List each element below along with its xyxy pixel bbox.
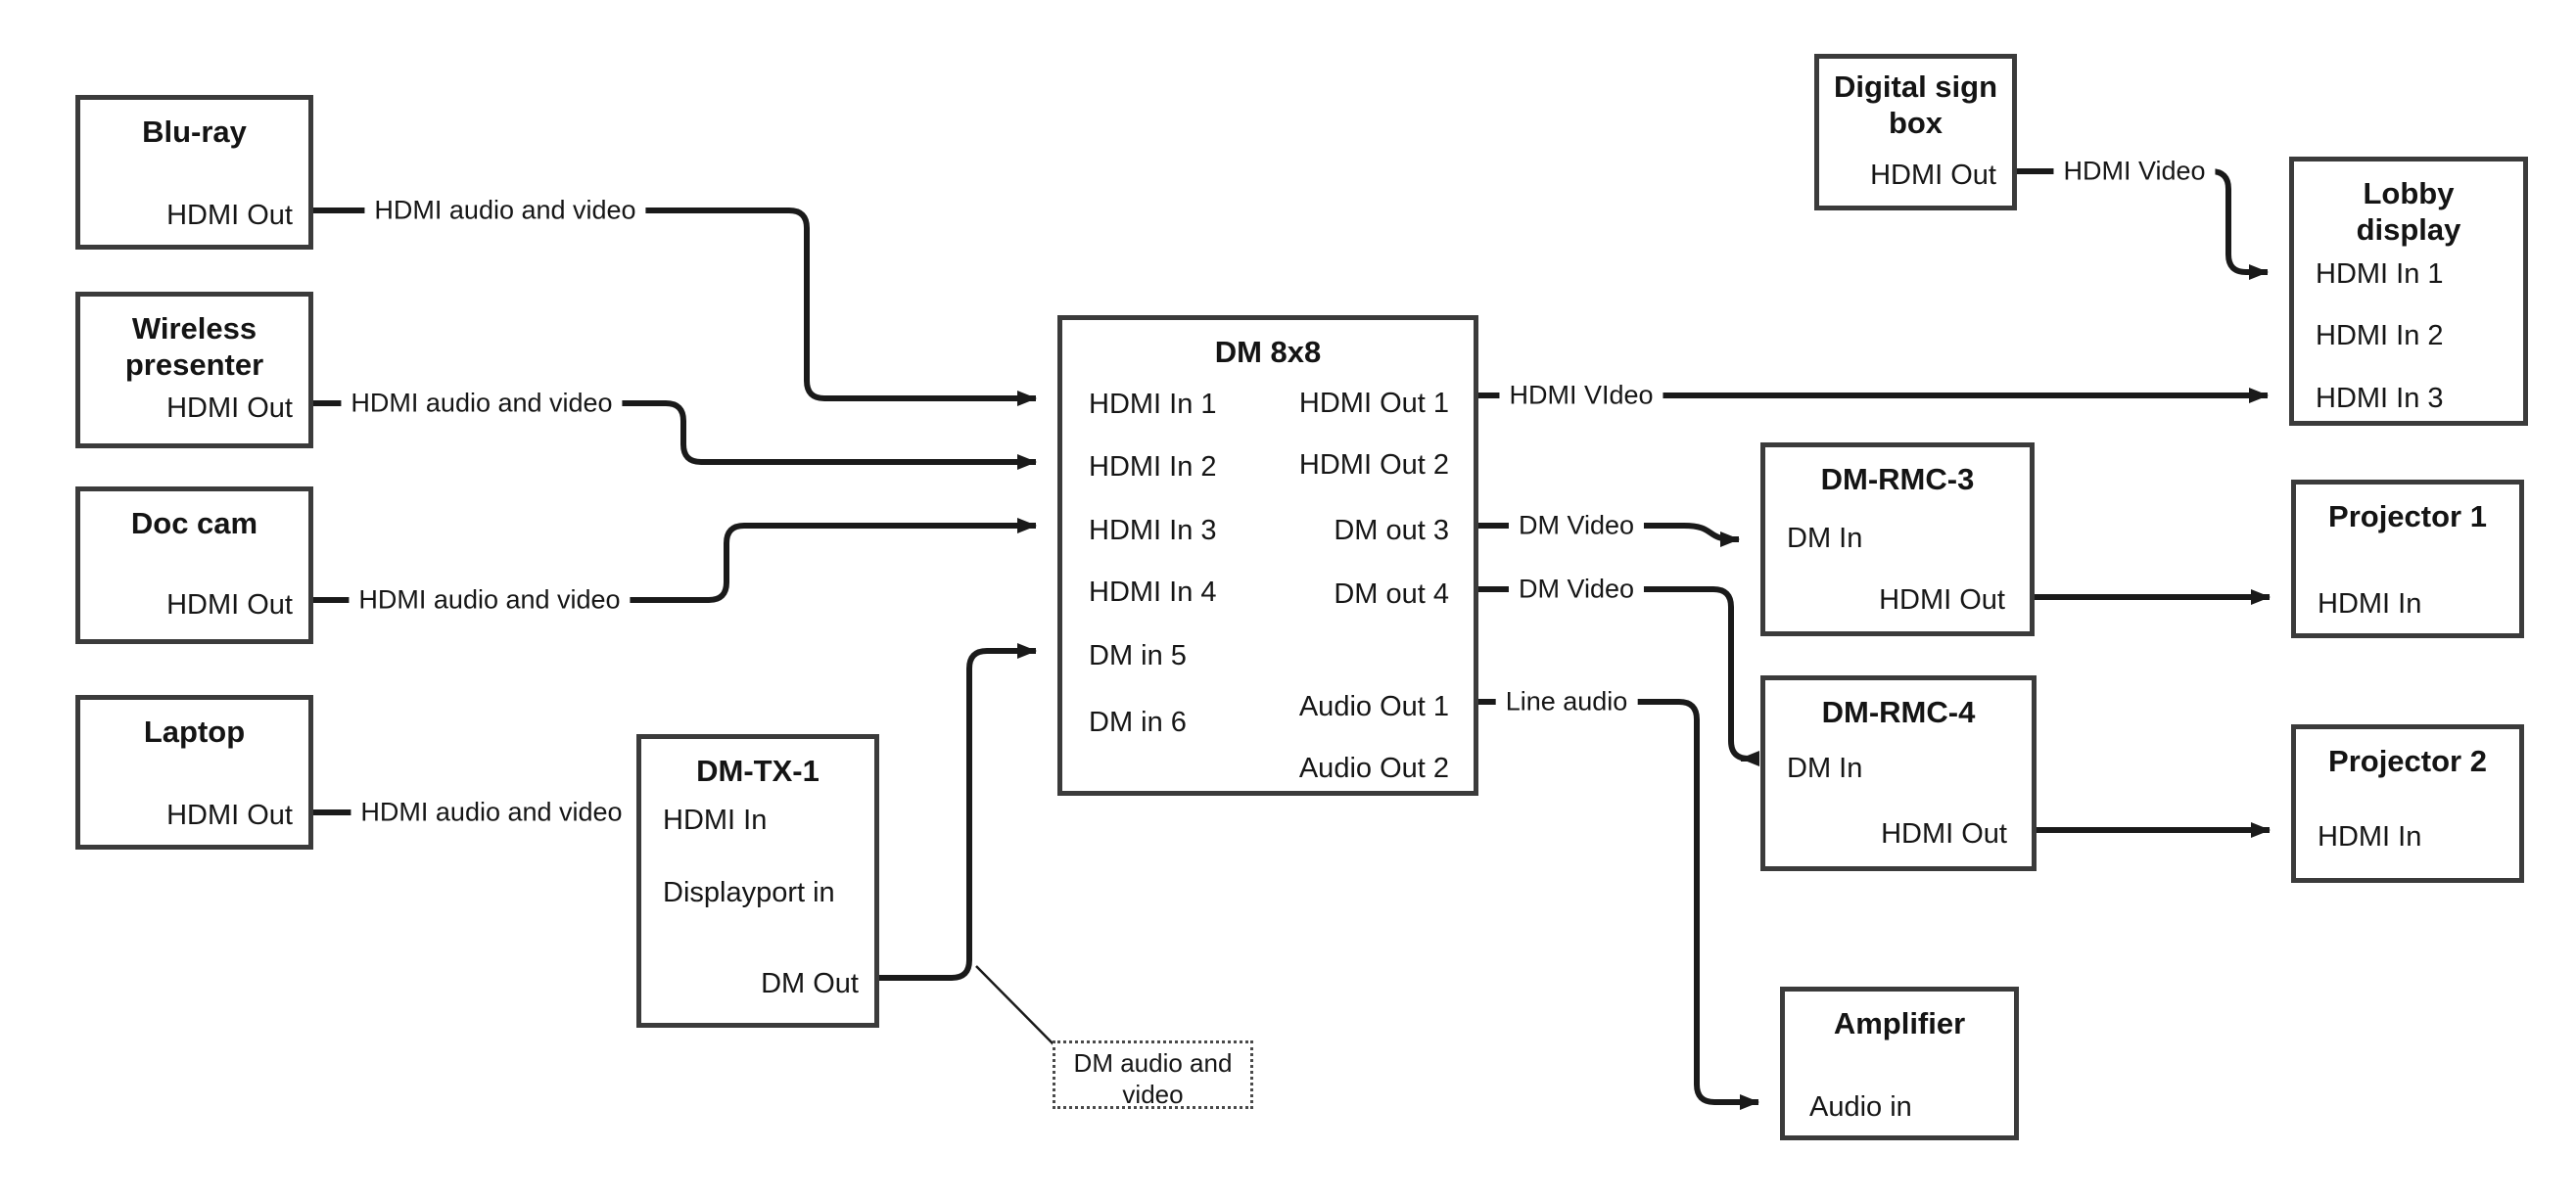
node-dm-tx-1: DM-TX-1 HDMI In Displayport in DM Out [636, 734, 879, 1028]
edge-label-hdmi-video-digsign: HDMI Video [2053, 156, 2216, 187]
port-hdmi-in-3: HDMI In 3 [1089, 515, 1217, 546]
node-title: DM-RMC-4 [1821, 695, 1976, 729]
port-hdmi-in-1: HDMI In 1 [1089, 389, 1217, 420]
edge-label-laptop: HDMI audio and video [351, 797, 632, 828]
node-doc-cam: Doc cam HDMI Out [75, 486, 313, 644]
port-hdmi-in-4: HDMI In 4 [1089, 577, 1217, 608]
port-hdmi-out: HDMI Out [166, 800, 293, 831]
port-hdmi-out-2: HDMI Out 2 [1298, 449, 1449, 481]
edge-dm8x8-out4-to-rmc4 [1478, 586, 1759, 766]
port-hdmi-out-1: HDMI Out 1 [1298, 388, 1449, 419]
node-dm-8x8: DM 8x8 HDMI In 1 HDMI In 2 HDMI In 3 HDM… [1057, 315, 1478, 796]
port-dm-in: DM In [1787, 753, 1863, 784]
port-hdmi-out: HDMI Out [166, 589, 293, 621]
edge-label-dm-video-out3: DM Video [1508, 510, 1645, 541]
edge-wireless-to-dm8x8 [313, 400, 1037, 470]
port-audio-out-1: Audio Out 1 [1298, 691, 1449, 722]
port-hdmi-out: HDMI Out [166, 200, 293, 231]
port-hdmi-in: HDMI In [2318, 821, 2422, 853]
edge-dm8x8-out3-to-rmc3 [1478, 523, 1740, 547]
port-audio-in: Audio in [1809, 1091, 1912, 1123]
edge-bluray-to-dm8x8 [313, 208, 1037, 406]
node-title: Projector 1 [2328, 499, 2487, 533]
edge-label-doccam: HDMI audio and video [349, 584, 631, 616]
node-title: Blu-ray [142, 115, 247, 149]
node-title: Doc cam [130, 506, 258, 540]
port-hdmi-in-2: HDMI In 2 [2316, 320, 2444, 351]
node-title: Lobby display [2356, 176, 2461, 247]
port-hdmi-out: HDMI Out [166, 393, 293, 424]
edge-doccam-to-dm8x8 [313, 518, 1037, 603]
node-projector-2: Projector 2 HDMI In [2291, 724, 2524, 883]
port-dm-in-5: DM in 5 [1089, 640, 1187, 671]
edge-dmtx1-to-dm8x8 [879, 643, 1037, 981]
port-hdmi-out: HDMI Out [1879, 584, 2005, 616]
edge-digsign-to-lobby [2017, 168, 2269, 280]
node-dm-rmc-4: DM-RMC-4 DM In HDMI Out [1760, 675, 2037, 871]
port-dm-out-4: DM out 4 [1334, 578, 1449, 610]
port-dm-out: DM Out [761, 968, 859, 999]
annotation-dm-audio-video: DM audio and video [1053, 1040, 1253, 1109]
port-hdmi-in-1: HDMI In 1 [2316, 258, 2444, 290]
port-hdmi-in-3: HDMI In 3 [2316, 383, 2444, 414]
port-dm-out-3: DM out 3 [1334, 515, 1449, 546]
node-amplifier: Amplifier Audio in [1780, 987, 2019, 1140]
port-hdmi-out: HDMI Out [1870, 160, 1996, 191]
port-dm-in-6: DM in 6 [1089, 707, 1187, 738]
node-title: Laptop [143, 715, 246, 749]
edge-label-wireless: HDMI audio and video [341, 388, 623, 419]
edge-label-hdmi-video-out1: HDMI VIdeo [1499, 380, 1663, 411]
edge-label-line-audio: Line audio [1495, 686, 1638, 717]
port-audio-out-2: Audio Out 2 [1298, 753, 1449, 784]
node-wireless-presenter: Wireless presenter HDMI Out [75, 292, 313, 448]
node-title: Wireless presenter [124, 311, 264, 382]
edge-label-dm-video-out4: DM Video [1508, 574, 1645, 605]
port-hdmi-in-2: HDMI In 2 [1089, 451, 1217, 483]
node-title: Digital sign box [1833, 69, 1998, 140]
node-lobby-display: Lobby display HDMI In 1 HDMI In 2 HDMI I… [2289, 157, 2528, 426]
port-hdmi-in: HDMI In [663, 805, 768, 836]
port-dm-in: DM In [1787, 523, 1863, 554]
node-digital-sign-box: Digital sign box HDMI Out [1814, 54, 2017, 210]
port-hdmi-out: HDMI Out [1881, 818, 2007, 850]
node-laptop: Laptop HDMI Out [75, 695, 313, 850]
node-blu-ray: Blu-ray HDMI Out [75, 95, 313, 250]
annotation-leader-line [975, 965, 1058, 1049]
node-title: Amplifier [1833, 1006, 1966, 1040]
edge-label-bluray: HDMI audio and video [364, 195, 646, 226]
node-dm-rmc-3: DM-RMC-3 DM In HDMI Out [1760, 442, 2035, 636]
port-hdmi-in: HDMI In [2318, 588, 2422, 620]
node-title: DM-TX-1 [696, 754, 820, 788]
node-title: DM-RMC-3 [1820, 462, 1975, 496]
edge-dm8x8-audio1-to-amp [1478, 699, 1759, 1110]
node-projector-1: Projector 1 HDMI In [2291, 480, 2524, 638]
node-title: DM 8x8 [1214, 335, 1322, 369]
port-displayport-in: Displayport in [663, 877, 835, 908]
node-title: Projector 2 [2328, 744, 2487, 778]
